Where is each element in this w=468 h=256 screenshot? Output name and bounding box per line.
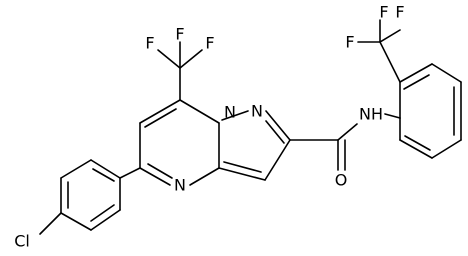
nitrogen-label: N — [251, 102, 263, 121]
bonds — [39, 19, 462, 235]
bond — [92, 168, 115, 182]
bond — [179, 99, 220, 124]
chlorine-label: Cl — [14, 232, 30, 251]
bond — [90, 159, 121, 179]
nitrogen-label: N — [174, 176, 186, 195]
bond — [265, 110, 291, 141]
bond — [90, 209, 121, 231]
bond — [337, 123, 358, 141]
bond — [379, 29, 401, 43]
nitrogen-label: N — [224, 103, 236, 122]
bond — [265, 120, 285, 144]
bond — [399, 63, 433, 83]
atom-labels: F F F F F F N N N NH O Cl — [14, 3, 404, 251]
bond — [60, 159, 92, 179]
bond — [264, 139, 291, 181]
bond — [218, 167, 266, 181]
bond — [384, 113, 401, 119]
bond — [147, 163, 173, 179]
fluorine-label: F — [379, 3, 388, 22]
bond — [179, 49, 203, 69]
bond — [189, 167, 220, 186]
bond — [431, 139, 462, 159]
bond — [157, 49, 181, 69]
bond — [60, 212, 92, 231]
oxygen-label: O — [335, 171, 348, 190]
amide-nh-label: NH — [359, 105, 383, 124]
bond — [90, 204, 115, 222]
bond — [223, 161, 262, 173]
fluorine-label: F — [205, 34, 214, 53]
bond — [404, 135, 431, 151]
bond — [431, 63, 462, 83]
bond — [39, 212, 62, 235]
bond — [399, 139, 433, 159]
fluorine-label: F — [175, 25, 184, 44]
fluorine-label: F — [395, 3, 404, 22]
bond — [379, 41, 401, 83]
bond — [403, 74, 430, 90]
bond — [144, 108, 177, 128]
bond — [139, 167, 171, 186]
bond — [221, 110, 249, 121]
bond — [119, 167, 141, 179]
fluorine-label: F — [145, 34, 154, 53]
bond — [139, 99, 181, 124]
fluorine-label: F — [345, 33, 354, 52]
